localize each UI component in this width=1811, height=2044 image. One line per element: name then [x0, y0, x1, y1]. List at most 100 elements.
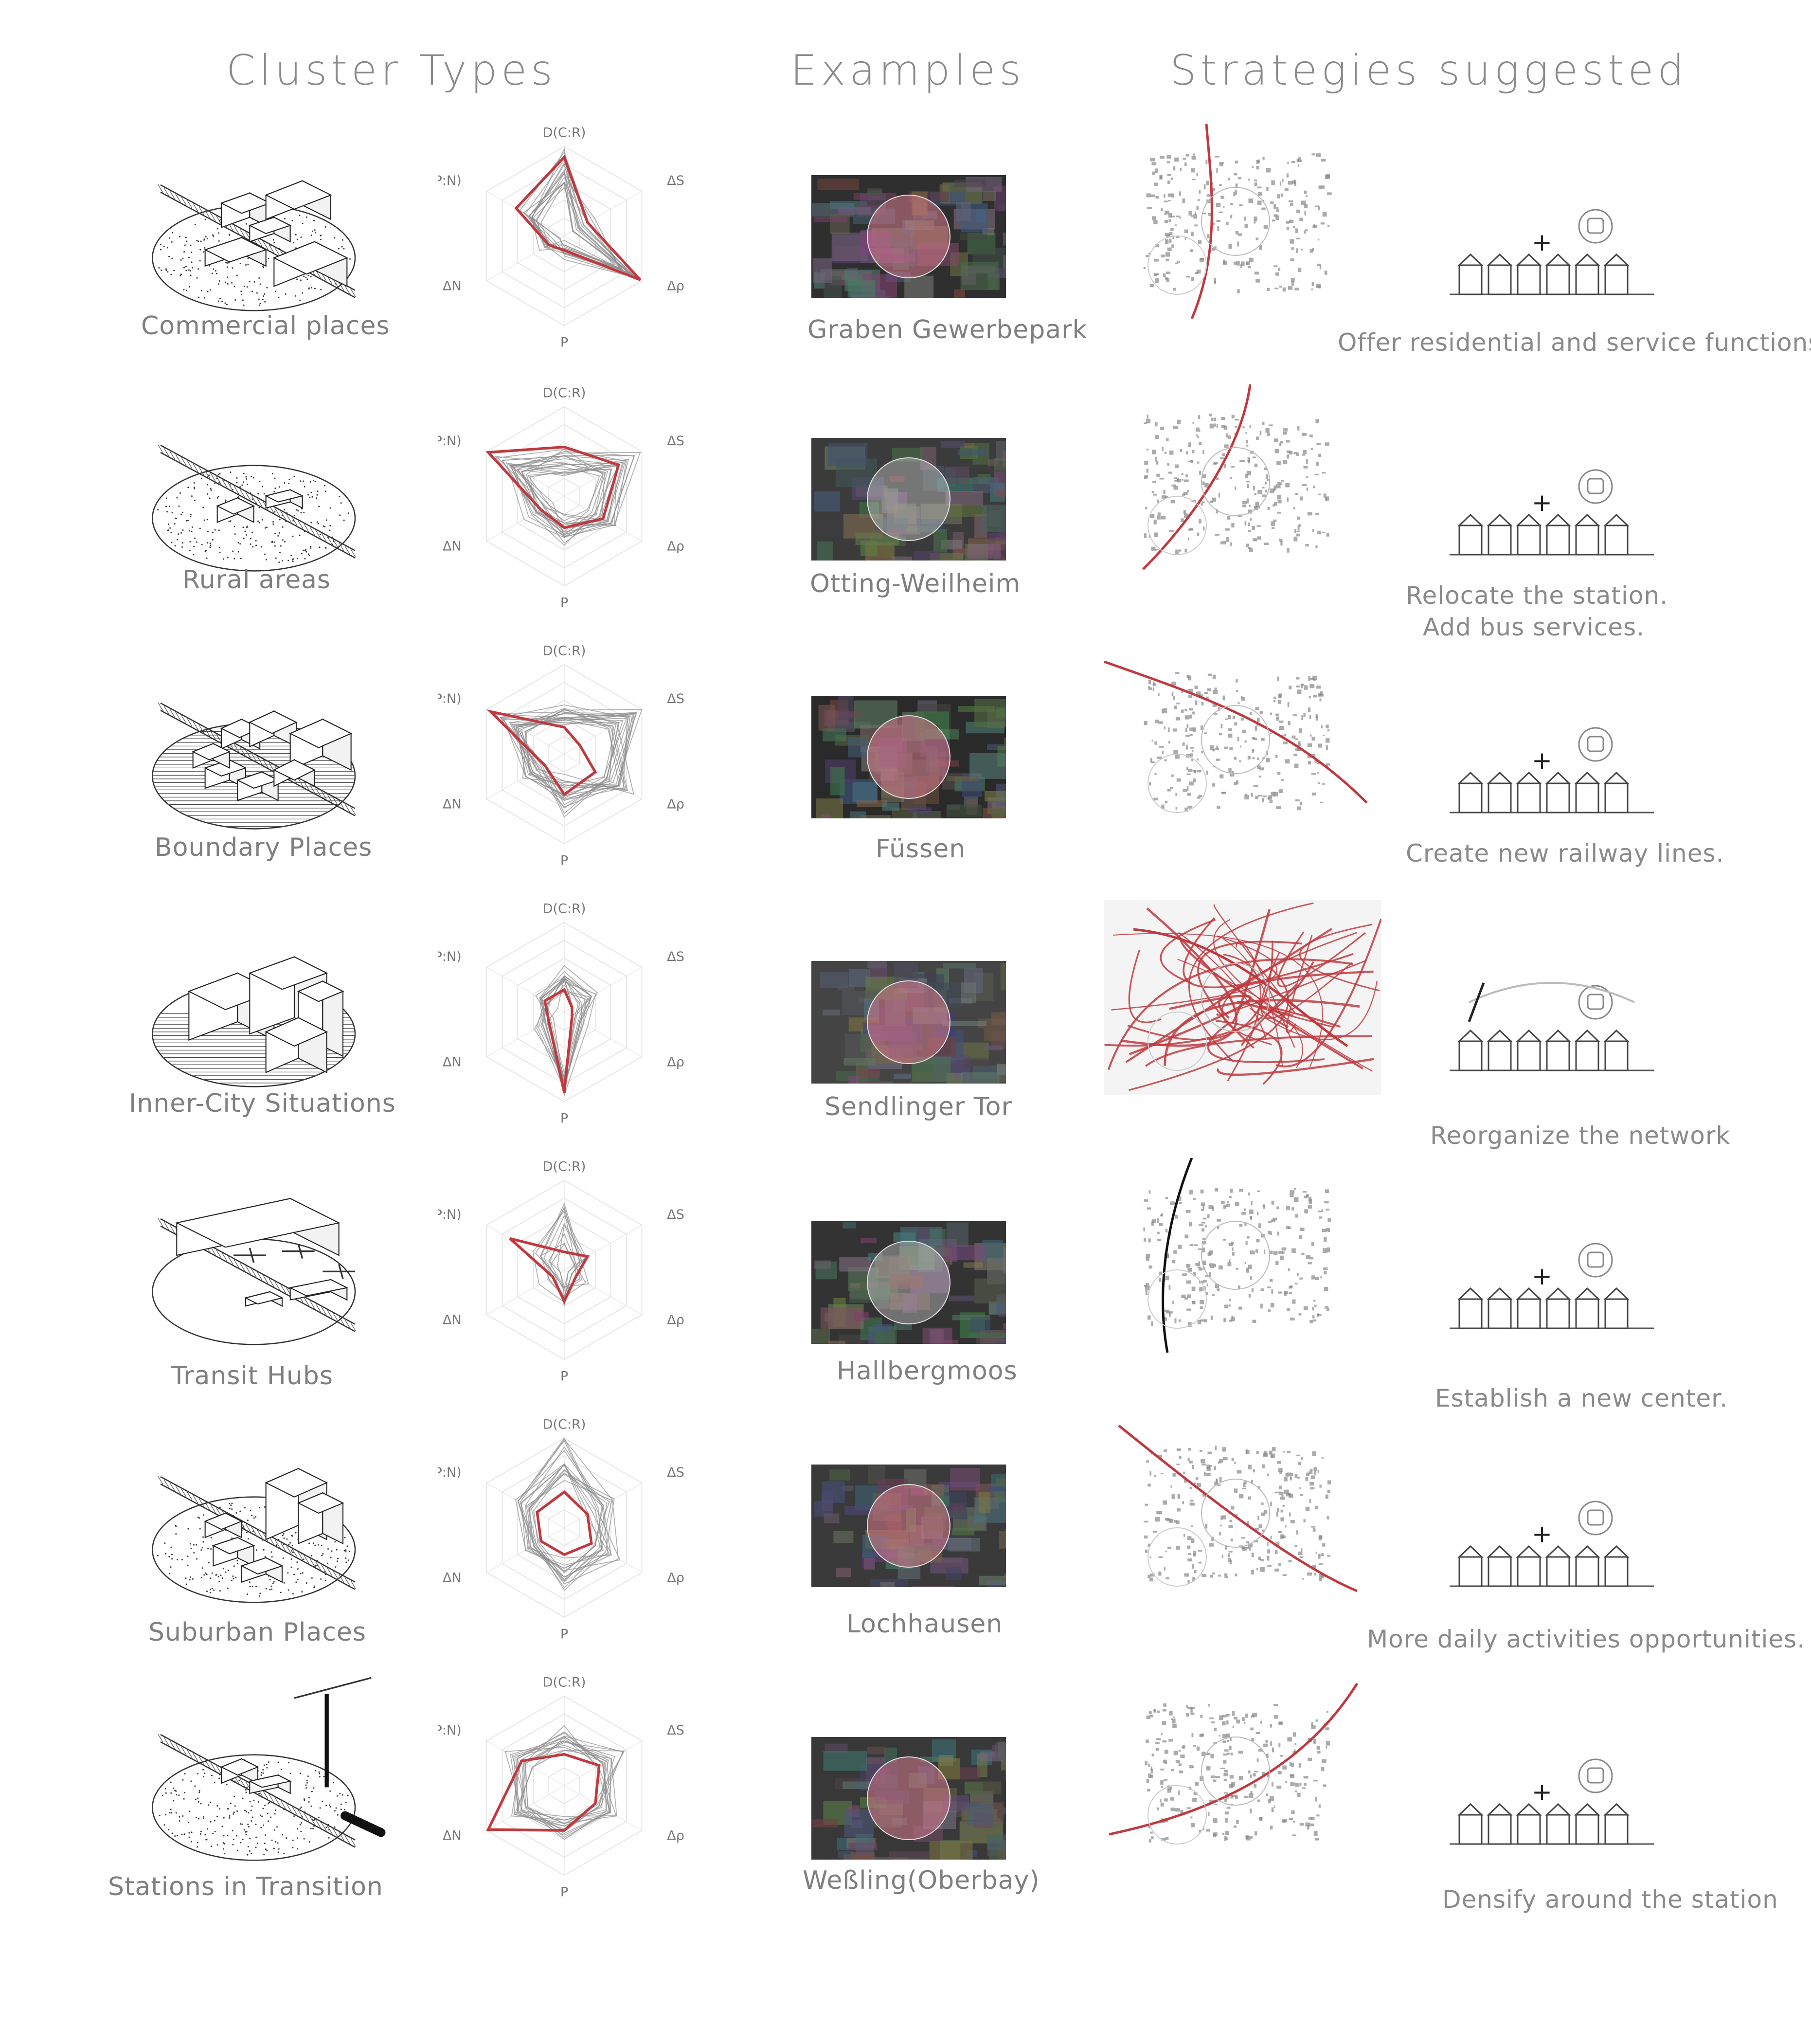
radar-chart-container: D(C:R)ΔSΔρPΔNB(P:N)	[420, 1411, 691, 1645]
radar-chart-container: D(C:R)ΔSΔρPΔNB(P:N)	[420, 1669, 691, 1902]
radar-grey-series	[514, 1736, 624, 1827]
radar-grey-series	[519, 719, 626, 790]
strategy-text: Offer residential and service functions.	[1338, 328, 1811, 357]
radar-grey-series	[537, 172, 622, 270]
radar-grey-series	[531, 1463, 604, 1574]
radar-chart-container: D(C:R)ΔSΔρPΔNB(P:N)	[420, 119, 691, 353]
cluster-row: Inner-City SituationsD(C:R)ΔSΔρPΔNB(P:N)…	[0, 900, 1811, 1158]
radar-axis-label: ΔS	[667, 1723, 684, 1738]
radar-axis-label: B(P:N)	[438, 1723, 462, 1738]
strategy-text: Create new railway lines.	[1406, 839, 1724, 868]
radar-grey-series	[520, 1438, 619, 1585]
isometric-illustration	[152, 956, 356, 1087]
radar-axis-label: B(P:N)	[438, 1465, 462, 1480]
header-strategies: Strategies suggested	[1170, 46, 1688, 95]
radar-chart-container: D(C:R)ΔSΔρPΔNB(P:N)	[420, 637, 691, 871]
strategy-map-container	[1104, 1158, 1381, 1353]
isometric-illustration	[152, 444, 356, 572]
radar-highlight-series	[509, 1237, 590, 1304]
radar-grey-series	[526, 449, 626, 535]
strategy-text: Relocate the station.	[1406, 581, 1668, 610]
strategy-icon-container: +	[1440, 178, 1664, 309]
cluster-row: Suburban PlacesD(C:R)ΔSΔρPΔNB(P:N)Lochha…	[0, 1416, 1811, 1674]
header-examples: Examples	[790, 46, 1025, 95]
cluster-illustration	[112, 124, 404, 319]
svg-text:+: +	[1532, 1778, 1552, 1806]
example-label: Füssen	[876, 834, 966, 864]
radar-grey-series	[513, 718, 628, 787]
strategy-icon-container: +	[1440, 1212, 1664, 1343]
radar-highlight-series	[485, 445, 620, 529]
radar-chart: D(C:R)ΔSΔρPΔNB(P:N)	[420, 643, 684, 868]
radar-grey-series	[520, 1465, 612, 1559]
radar-axis-label: P	[560, 335, 568, 350]
cluster-illustration	[112, 642, 404, 837]
radar-grey-series	[529, 1469, 603, 1573]
radar-axis-label: B(P:N)	[438, 1207, 462, 1222]
example-aerial-photo	[811, 175, 1006, 298]
radar-grey-series	[534, 991, 587, 1078]
radar-grey-series	[556, 1223, 589, 1287]
radar-grey-series	[518, 1440, 621, 1571]
cluster-type-label: Commercial places	[141, 311, 390, 341]
strategy-map-container	[1104, 642, 1381, 837]
radar-grey-series	[549, 1222, 585, 1297]
station-area-map	[1142, 384, 1329, 570]
cluster-illustration	[112, 1416, 404, 1610]
strategy-map-container	[1104, 1674, 1381, 1868]
radar-axis-label: ΔN	[443, 797, 462, 812]
radar-grey-series	[526, 1480, 612, 1581]
example-aerial-photo	[811, 438, 1006, 561]
strategy-map-container	[1104, 1416, 1381, 1610]
isometric-illustration	[152, 702, 356, 830]
strategy-icon-container: +	[1440, 1469, 1664, 1601]
cluster-type-label: Suburban Places	[148, 1618, 367, 1647]
example-label: Hallbergmoos	[837, 1357, 1018, 1386]
cluster-type-label: Boundary Places	[155, 833, 373, 862]
radar-grey-series	[501, 455, 608, 534]
strategy-map-container	[1104, 900, 1382, 1095]
cluster-row: Stations in TransitionD(C:R)ΔSΔρPΔNB(P:N…	[0, 1674, 1811, 1932]
svg-text:+: +	[1532, 228, 1552, 256]
cluster-illustration	[112, 384, 404, 579]
cluster-type-label: Transit Hubs	[171, 1361, 333, 1391]
radar-axis-label: D(C:R)	[543, 1159, 586, 1174]
radar-grey-series	[512, 712, 637, 808]
radar-axis-label: B(P:N)	[438, 691, 462, 706]
isometric-illustration	[152, 1677, 386, 1861]
cluster-type-label: Stations in Transition	[108, 1872, 383, 1901]
radar-axis-label: Δρ	[667, 1055, 684, 1070]
radar-chart: D(C:R)ΔSΔρPΔNB(P:N)	[420, 1675, 684, 1899]
radar-axis-label: Δρ	[667, 1313, 684, 1328]
radar-grey-series	[524, 1725, 610, 1838]
radar-chart: D(C:R)ΔSΔρPΔNB(P:N)	[420, 385, 684, 610]
example-aerial-photo	[811, 1221, 1006, 1344]
example-label: Graben Gewerbepark	[807, 315, 1088, 344]
example-aerial-photo	[811, 1737, 1006, 1860]
station-area-map	[1104, 900, 1382, 1095]
strategy-icon-container	[1440, 954, 1664, 1085]
radar-chart: D(C:R)ΔSΔρPΔNB(P:N)	[420, 901, 684, 1126]
radar-axis-label: ΔN	[443, 279, 462, 294]
cluster-illustration	[112, 900, 404, 1095]
radar-axis-label: Δρ	[667, 1828, 684, 1844]
station-area-map	[1109, 1682, 1359, 1845]
radar-grey-series	[497, 449, 604, 522]
radar-axis-label: D(C:R)	[543, 1417, 586, 1432]
radar-grey-series	[511, 452, 641, 537]
radar-axis-label: ΔS	[667, 691, 684, 706]
radar-grey-series	[517, 707, 635, 795]
radar-axis-label: ΔS	[667, 173, 684, 188]
radar-axis-label: D(C:R)	[543, 125, 586, 140]
station-area-map	[1104, 660, 1368, 813]
radar-grey-series	[531, 170, 615, 266]
radar-chart-container: D(C:R)ΔSΔρPΔNB(P:N)	[420, 895, 691, 1129]
radar-axis-label: ΔN	[443, 1828, 462, 1844]
station-area-map	[1143, 1158, 1331, 1353]
radar-grey-series	[515, 1733, 610, 1836]
radar-axis-label: Δρ	[667, 1571, 684, 1586]
radar-grey-series	[541, 981, 596, 1097]
radar-chart: D(C:R)ΔSΔρPΔNB(P:N)	[420, 1417, 684, 1642]
radar-axis-label: ΔN	[443, 1055, 462, 1070]
radar-highlight-series	[486, 709, 597, 796]
